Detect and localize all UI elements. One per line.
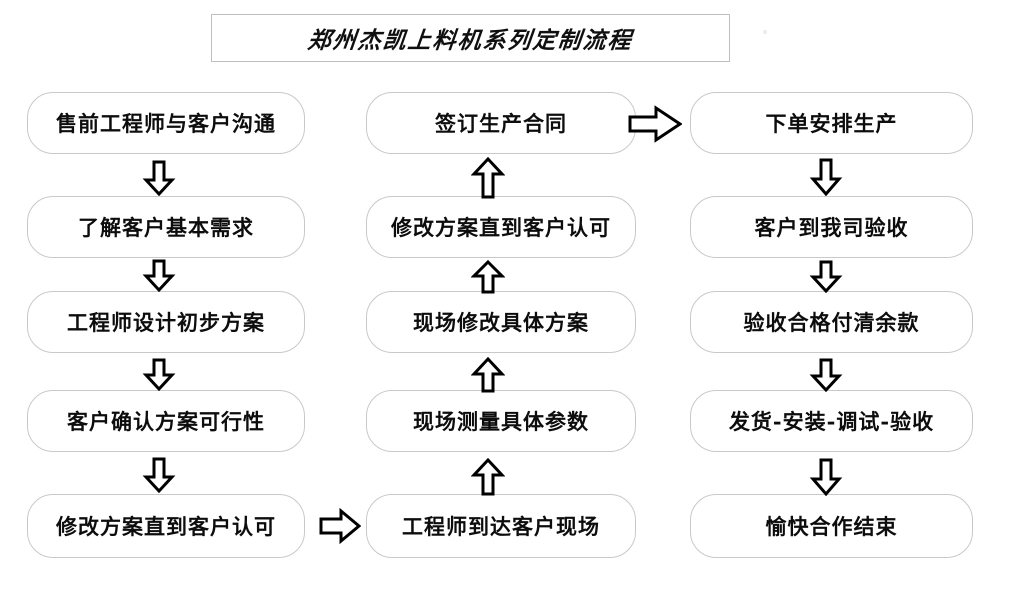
node-label: 现场修改具体方案 — [413, 309, 589, 335]
node-label: 客户到我司验收 — [754, 214, 909, 240]
process-node-place-order-arrange-production[interactable]: 下单安排生产 — [690, 92, 973, 154]
process-node-onsite-measure-parameters[interactable]: 现场测量具体参数 — [366, 390, 636, 452]
process-node-revise-until-approved-1[interactable]: 修改方案直到客户认可 — [27, 494, 305, 558]
process-node-onsite-revise-plan[interactable]: 现场修改具体方案 — [366, 291, 636, 353]
node-label: 工程师设计初步方案 — [67, 309, 265, 335]
arrow-up-icon-c2-2 — [471, 357, 505, 393]
arrow-right-icon-bridge-2 — [628, 105, 682, 143]
arrow-down-icon-c1-1 — [142, 160, 176, 196]
node-label: 现场测量具体参数 — [413, 408, 589, 434]
arrow-down-icon-c3-1 — [809, 158, 843, 196]
node-label: 售前工程师与客户沟通 — [56, 110, 276, 136]
diagram-title-box: 郑州杰凯上料机系列定制流程 — [211, 14, 730, 62]
process-node-sign-production-contract[interactable]: 签订生产合同 — [366, 92, 636, 154]
arrow-down-icon-c3-4 — [809, 458, 843, 496]
arrow-up-icon-c2-3 — [471, 260, 505, 294]
node-label: 发货-安装-调试-验收 — [728, 408, 935, 434]
arrow-down-icon-c3-3 — [809, 358, 843, 392]
arrow-down-icon-c1-4 — [142, 457, 176, 493]
arrow-up-icon-c2-4 — [471, 157, 505, 199]
stray-artifact-mark — [763, 30, 767, 34]
arrow-down-icon-c1-2 — [142, 259, 176, 292]
arrow-down-icon-c1-3 — [142, 358, 176, 391]
arrow-up-icon-c2-1 — [471, 458, 505, 496]
node-label: 愉快合作结束 — [765, 513, 898, 539]
process-node-customer-confirm-feasibility[interactable]: 客户确认方案可行性 — [27, 390, 305, 452]
process-node-engineer-preliminary-design[interactable]: 工程师设计初步方案 — [27, 291, 305, 353]
process-node-engineer-arrive-onsite[interactable]: 工程师到达客户现场 — [366, 494, 636, 558]
node-label: 签订生产合同 — [435, 110, 567, 136]
process-node-ship-install-debug-accept[interactable]: 发货-安装-调试-验收 — [690, 390, 973, 452]
process-node-pay-balance-after-acceptance[interactable]: 验收合格付清余款 — [690, 291, 973, 353]
process-node-pleasant-cooperation-end[interactable]: 愉快合作结束 — [690, 494, 973, 558]
diagram-title: 郑州杰凯上料机系列定制流程 — [306, 27, 635, 54]
node-label: 修改方案直到客户认可 — [56, 513, 276, 539]
node-label: 修改方案直到客户认可 — [391, 214, 611, 240]
node-label: 验收合格付清余款 — [743, 309, 920, 335]
node-label: 了解客户基本需求 — [78, 214, 254, 240]
arrow-right-icon-bridge-1 — [319, 508, 361, 544]
node-label: 客户确认方案可行性 — [67, 408, 265, 434]
process-node-sales-engineer-communication[interactable]: 售前工程师与客户沟通 — [27, 92, 305, 154]
node-label: 工程师到达客户现场 — [402, 513, 600, 539]
process-node-customer-inspection-at-company[interactable]: 客户到我司验收 — [690, 196, 973, 258]
node-label: 下单安排生产 — [765, 110, 898, 136]
process-node-revise-until-approved-2[interactable]: 修改方案直到客户认可 — [366, 196, 636, 258]
arrow-down-icon-c3-2 — [809, 260, 843, 293]
process-node-understand-requirements[interactable]: 了解客户基本需求 — [27, 196, 305, 258]
